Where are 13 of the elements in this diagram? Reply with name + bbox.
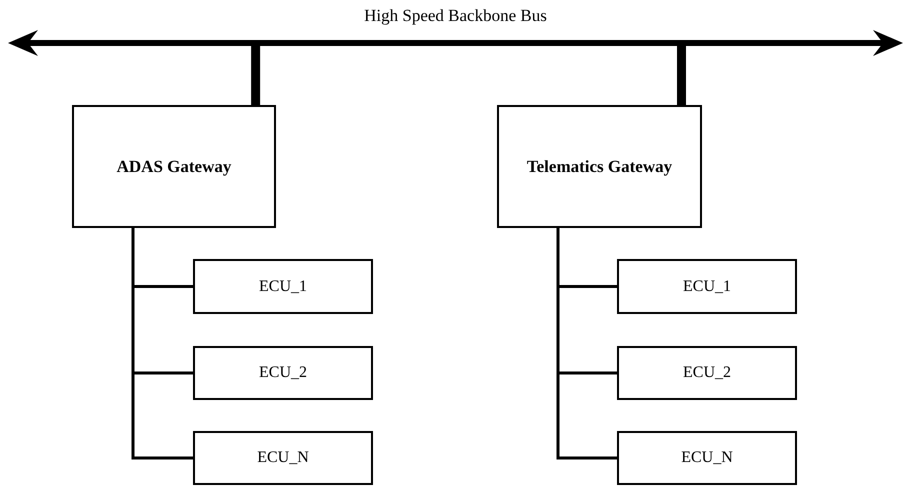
ecu-box: ECU_N (617, 431, 797, 485)
bus-label: High Speed Backbone Bus (364, 6, 547, 26)
ecu-box: ECU_1 (193, 259, 373, 314)
ecu-box: ECU_2 (193, 346, 373, 400)
gateway-box: ADAS Gateway (72, 105, 276, 228)
connector-line (132, 228, 193, 460)
ecu-box: ECU_1 (617, 259, 797, 314)
connector-line (251, 43, 260, 105)
connector-line (556, 228, 617, 460)
ecu-box: ECU_N (193, 431, 373, 485)
connector-line (677, 43, 686, 105)
ecu-box: ECU_2 (617, 346, 797, 400)
gateway-box: Telematics Gateway (497, 105, 702, 228)
